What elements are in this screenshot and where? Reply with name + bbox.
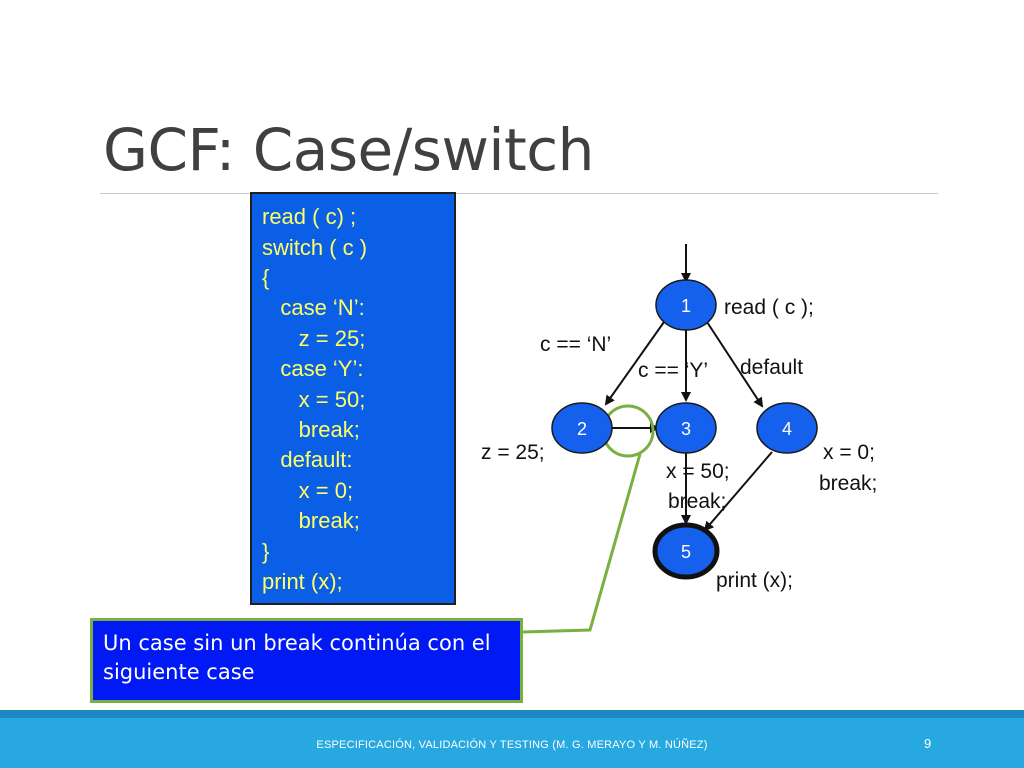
edge-label-case-y: c == ‘Y’: [638, 359, 709, 382]
code-block: read ( c) ; switch ( c ) { case ‘N’: z =…: [250, 192, 456, 605]
code-line: print (x);: [262, 569, 343, 594]
code-line: case ‘N’:: [262, 295, 365, 320]
code-line: switch ( c ): [262, 235, 368, 260]
page-number: 9: [924, 736, 932, 751]
title-divider: [100, 193, 938, 194]
code-line: break;: [262, 508, 360, 533]
node-1: 1: [655, 279, 717, 331]
node-3-statement-line2: break;: [668, 490, 727, 513]
node-3-label: 3: [681, 419, 691, 439]
callout-connector: [522, 453, 642, 634]
code-line: }: [262, 539, 270, 564]
footer-band: [0, 710, 1024, 768]
edge-1-2: [604, 321, 665, 406]
code-line: case ‘Y’:: [262, 356, 364, 381]
code-line: z = 25;: [262, 326, 366, 351]
node-2-statement: z = 25;: [481, 441, 545, 464]
node-1-label: 1: [681, 296, 691, 316]
node-4-label: 4: [782, 419, 792, 439]
node-1-shape: [655, 279, 717, 331]
node-5-label: 5: [681, 542, 691, 562]
footer-text: ESPECIFICACIÓN, VALIDACIÓN Y TESTING (M.…: [316, 739, 708, 751]
node-4: 4: [756, 402, 818, 454]
node-5: 5: [652, 522, 720, 580]
code-line: x = 0;: [262, 478, 354, 503]
edge-1-4: [706, 321, 764, 408]
node-2-shape: [551, 402, 613, 454]
edge-4-5: [703, 451, 773, 532]
node-4-statement-line2: break;: [819, 472, 878, 495]
slide-title: GCF: Case/switch: [103, 116, 594, 184]
node-4-shape: [756, 402, 818, 454]
node-2: 2: [551, 402, 613, 454]
code-line: x = 50;: [262, 387, 366, 412]
callout-note: Un case sin un break continúa con el sig…: [90, 618, 523, 703]
code-line: read ( c) ;: [262, 204, 357, 229]
node-1-statement: read ( c );: [724, 296, 814, 319]
node-5-statement: print (x);: [716, 569, 794, 592]
footer-band-accent: [0, 710, 1024, 718]
node-3-shape: [655, 402, 717, 454]
code-line: {: [262, 265, 270, 290]
node-5-shape: [652, 522, 720, 580]
callout-text: Un case sin un break continúa con el sig…: [103, 631, 491, 684]
node-3: 3: [655, 402, 717, 454]
code-line: break;: [262, 417, 360, 442]
node-4-statement-line1: x = 0;: [823, 441, 875, 464]
node-2-label: 2: [577, 419, 587, 439]
edge-label-case-n: c == ‘N’: [540, 333, 612, 356]
edge-label-default: default: [740, 356, 804, 379]
node-3-statement-line1: x = 50;: [666, 460, 730, 483]
code-line: default:: [262, 447, 353, 472]
